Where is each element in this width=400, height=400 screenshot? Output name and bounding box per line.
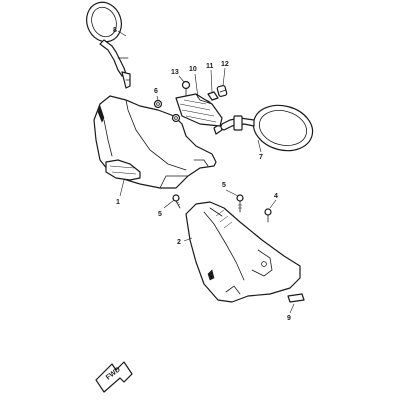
callout-5-left: 5 — [158, 211, 162, 218]
bolt-part-5-left — [172, 194, 181, 209]
callout-numbers: 8 13 10 11 12 6 7 1 5 5 4 2 9 — [113, 27, 291, 322]
callout-11: 11 — [206, 63, 214, 70]
headlight-lens — [175, 93, 223, 127]
front-arrow-icon: FWD — [95, 361, 133, 393]
bolt-part-5-right — [236, 194, 244, 213]
upper-front-cowl — [93, 95, 217, 189]
right-mirror — [213, 104, 314, 152]
callout-5-right: 5 — [222, 182, 226, 189]
socket-part-12 — [216, 84, 228, 98]
screw-part-13 — [181, 80, 191, 97]
callout-7: 7 — [259, 154, 263, 161]
callout-2: 2 — [177, 239, 181, 246]
callout-8: 8 — [113, 27, 117, 34]
nut-part-6 — [153, 99, 181, 123]
screw-part-4 — [264, 208, 272, 223]
callout-12: 12 — [221, 61, 229, 68]
lower-panel — [185, 201, 301, 303]
callout-4: 4 — [274, 193, 278, 200]
callout-10: 10 — [189, 66, 197, 73]
left-mirror — [86, 1, 131, 89]
callout-9: 9 — [287, 315, 291, 322]
leader-lines — [117, 30, 295, 314]
bulb-part-11 — [205, 91, 219, 103]
callout-6: 6 — [154, 88, 158, 95]
callout-13: 13 — [171, 69, 179, 76]
label-part-9 — [287, 293, 305, 303]
callout-1: 1 — [116, 199, 120, 206]
